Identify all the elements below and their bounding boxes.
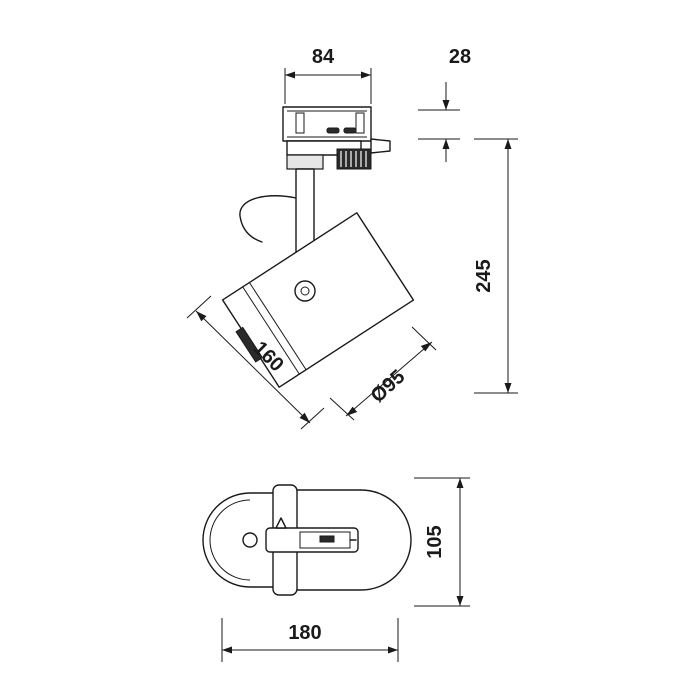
dim-label-245: 245 xyxy=(473,259,495,292)
plan-rear-cap xyxy=(202,492,273,588)
dimension-105: 105 xyxy=(414,477,470,607)
dimension-245: 245 xyxy=(473,138,518,394)
connector-block xyxy=(336,148,372,170)
track-adapter xyxy=(282,106,391,170)
plan-view xyxy=(202,484,412,596)
side-view xyxy=(221,106,415,388)
dimension-28: 28 xyxy=(418,46,471,162)
dim-label-d95: Ø95 xyxy=(367,366,410,408)
dim-label-105: 105 xyxy=(424,525,446,558)
plan-cable-entry xyxy=(242,532,258,548)
pivot-knob xyxy=(294,280,316,302)
plan-adapter xyxy=(265,527,359,553)
spot-head xyxy=(221,212,415,388)
power-cable xyxy=(239,195,297,243)
dim-label-180: 180 xyxy=(288,622,321,644)
dim-label-28: 28 xyxy=(449,46,471,68)
dimension-84: 84 xyxy=(284,46,372,104)
dimension-180: 180 xyxy=(221,618,399,662)
dim-label-84: 84 xyxy=(312,46,335,68)
